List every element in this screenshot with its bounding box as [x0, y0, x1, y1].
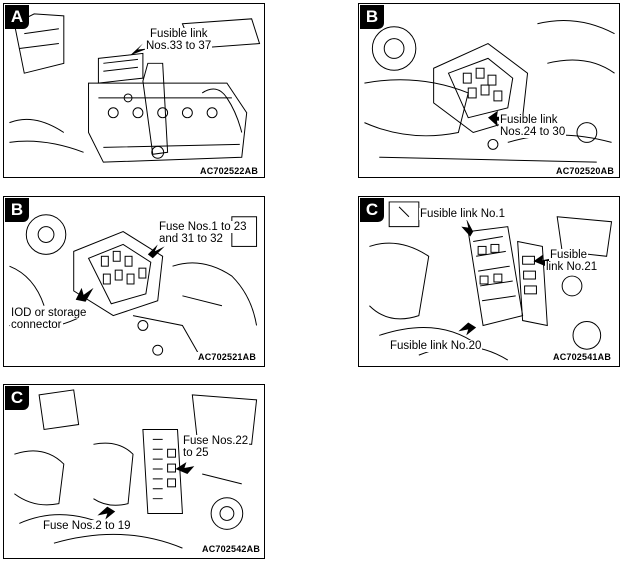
panel-a: A Fusible link Nos.33 to 37 AC702522AB — [3, 3, 265, 178]
callout-fusible-link-line1: Fusible link — [499, 114, 559, 126]
pointer-arrow — [147, 244, 165, 259]
callout-iod-line2: connector — [10, 319, 63, 331]
callout-fuse-nos-2-19: Fuse Nos.2 to 19 — [42, 520, 132, 532]
interior-fuse-panel-illustration — [14, 389, 258, 549]
panel-badge: C — [360, 198, 384, 222]
panel-badge: A — [5, 5, 29, 29]
pointer-arrow — [461, 218, 474, 237]
pointer-arrow — [175, 462, 195, 474]
panel-badge: B — [5, 198, 29, 222]
callout-fusible-link-no21-line2: link No.21 — [545, 261, 599, 273]
callout-fusible-link-no20: Fusible link No.20 — [389, 340, 483, 352]
pointer-arrow — [97, 506, 116, 520]
figure-code: AC702520AB — [555, 166, 616, 176]
callout-iod-line1: IOD or storage — [10, 307, 88, 319]
figure-code: AC702541AB — [552, 352, 613, 362]
callout-fusible-link-line1: Fusible link — [149, 28, 209, 40]
callout-fusible-link-line2: Nos.33 to 37 — [145, 40, 213, 52]
panel-c-upper: C Fusible link No.1 Fusible link No.21 F… — [358, 196, 620, 367]
figure-code: AC702542AB — [201, 544, 262, 554]
figure-code: AC702522AB — [199, 166, 260, 176]
callout-fusible-link-line2: Nos.24 to 30 — [499, 126, 567, 138]
pointer-arrow — [130, 43, 148, 56]
panel-c-lower: C Fuse Nos.22 to 25 Fuse Nos.2 to 19 AC7… — [3, 384, 265, 559]
callout-fusible-link-no21-line1: Fusible — [549, 249, 589, 261]
callout-fuse-nos-22-line1: Fuse Nos.22 — [182, 435, 250, 447]
battery-illustration — [9, 13, 261, 163]
callout-fuse-nos-line1: Fuse Nos.1 to 23 — [158, 221, 248, 233]
callout-fuse-nos-line2: and 31 to 32 — [158, 233, 224, 245]
panel-b-lower: B Fuse Nos.1 to 23 and 31 to 32 IOD or s… — [3, 196, 265, 367]
figure-code: AC702521AB — [197, 352, 258, 362]
callout-fusible-link-no1: Fusible link No.1 — [419, 208, 507, 220]
pointer-arrow — [488, 110, 510, 127]
engine-bay-illustration — [364, 20, 615, 163]
callout-fuse-nos-22-line2: to 25 — [182, 447, 210, 459]
panel-badge: C — [5, 386, 29, 410]
pointer-arrow — [75, 287, 94, 302]
panel-b-upper: B Fusible link Nos.24 to 30 AC702520AB — [358, 3, 620, 178]
panel-badge: B — [360, 5, 384, 29]
pointer-arrow — [458, 322, 477, 336]
